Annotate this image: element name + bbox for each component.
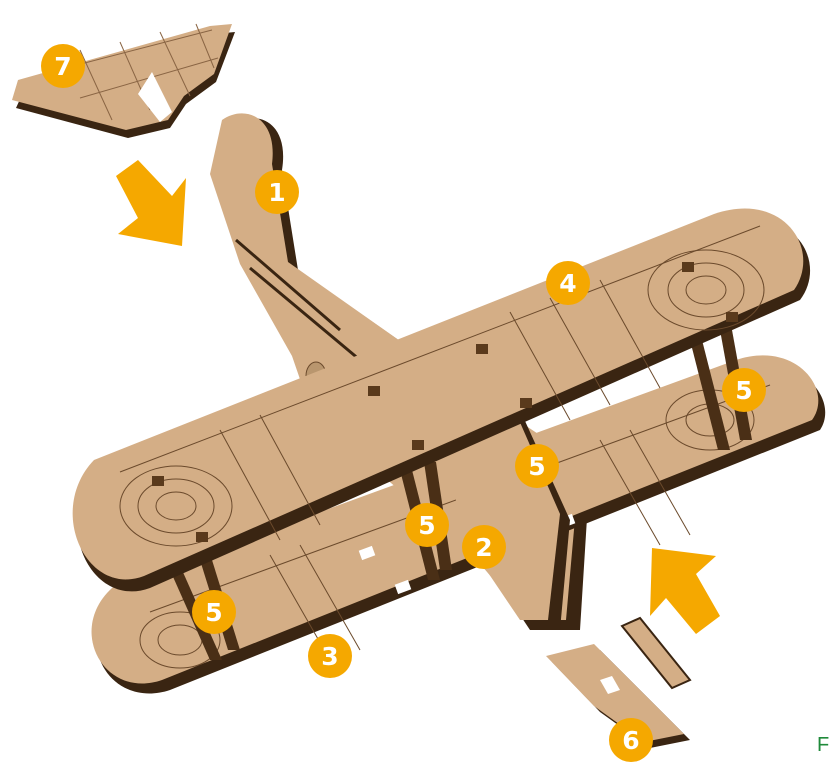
svg-text:5: 5 [205,598,222,627]
arrow-up-right [650,548,720,634]
svg-text:4: 4 [559,269,576,298]
svg-text:2: 2 [475,533,492,562]
svg-text:5: 5 [735,376,752,405]
svg-text:3: 3 [321,642,338,671]
badge-1: 1 [255,170,299,214]
badge-4: 4 [546,261,590,305]
badge-5-center: 5 [515,444,559,488]
part-7-tail-stabilizer [12,24,235,138]
svg-text:1: 1 [268,178,285,207]
badge-2: 2 [462,525,506,569]
badge-5-right: 5 [722,368,766,412]
badge-5-left: 5 [192,590,236,634]
badge-3: 3 [308,634,352,678]
svg-text:5: 5 [528,452,545,481]
badge-5-mid: 5 [405,503,449,547]
badge-6: 6 [609,718,653,762]
arrow-down-right [116,160,186,246]
svg-text:5: 5 [418,511,435,540]
svg-text:7: 7 [54,52,71,81]
badge-7: 7 [41,44,85,88]
corner-text: F [817,735,829,755]
svg-text:6: 6 [622,726,639,755]
